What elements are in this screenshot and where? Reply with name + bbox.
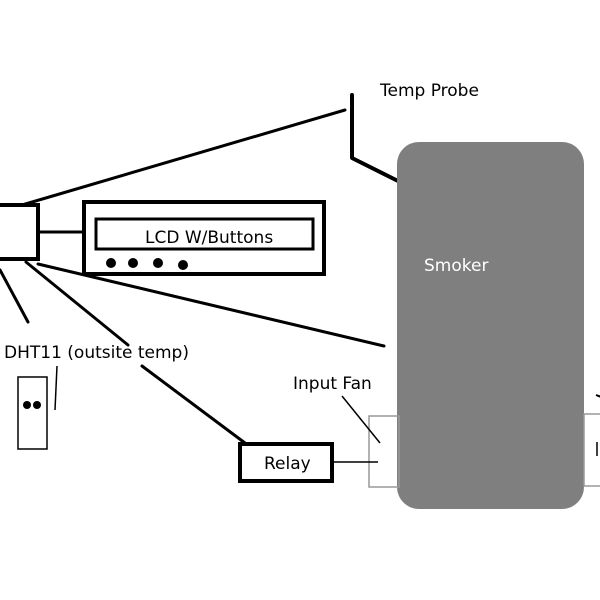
dht11-label: DHT11 (outsite temp) [4, 343, 189, 363]
input-fan-pointer [341, 395, 381, 444]
input-fan: Input Fan [293, 374, 400, 488]
wire-controller-to-smoker [36, 262, 386, 348]
exhaust-fan-pointer [595, 394, 600, 398]
exhaust-fan-partial [583, 394, 600, 487]
temp-probe-label: Temp Probe [379, 81, 479, 101]
wire-controller-to-dht11 [0, 268, 30, 324]
dht11-pointer [54, 365, 58, 411]
relay: Relay [238, 442, 378, 483]
lcd-button [178, 260, 188, 270]
input-fan-box [368, 415, 400, 488]
dht11-sensor-dot [23, 401, 31, 409]
lcd-module: LCD W/Buttons [82, 200, 326, 276]
smoker: Smoker [397, 142, 584, 509]
exhaust-fan-box [583, 413, 600, 487]
relay-label: Relay [264, 454, 311, 474]
dht11-sensor: DHT11 (outsite temp) [4, 343, 189, 450]
controller-box [0, 203, 40, 261]
wire-controller-to-relay [24, 260, 130, 347]
smoker-body [397, 142, 584, 509]
input-fan-label: Input Fan [293, 374, 372, 394]
lcd-button [128, 258, 138, 268]
connection-wires [0, 108, 386, 445]
lcd-screen [94, 217, 315, 251]
wire-controller-to-temp-probe [20, 108, 347, 207]
lcd-label: LCD W/Buttons [145, 228, 273, 248]
relay-box [238, 442, 334, 483]
wire-dht11-to-relay [140, 364, 247, 445]
dht11-body [17, 376, 48, 450]
dht11-sensor-dot [33, 401, 41, 409]
lcd-button [106, 258, 116, 268]
smoker-label: Smoker [424, 256, 488, 276]
lcd-button [153, 258, 163, 268]
